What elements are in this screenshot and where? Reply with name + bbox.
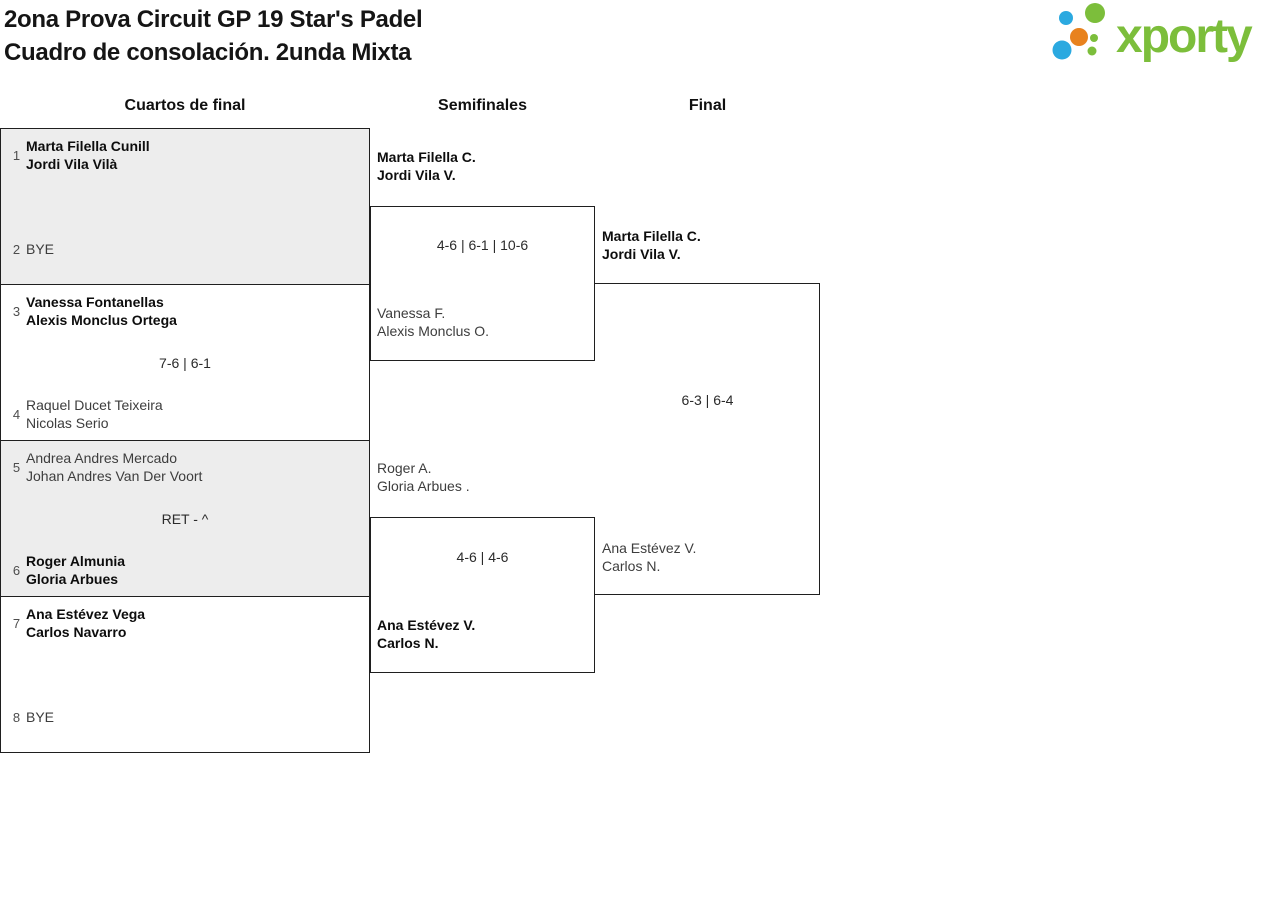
team-qf1-bottom: 2 BYE (7, 240, 363, 258)
page-title: 2ona Prova Circuit GP 19 Star's Padel (4, 6, 423, 33)
player-name: Vanessa F. (377, 305, 446, 321)
seed-number: 8 (12, 709, 21, 725)
player-name: Ana Estévez Vega (26, 606, 146, 622)
match-box-qf2: 3 Vanessa Fontanellas Alexis Monclus Ort… (0, 284, 370, 441)
match-box-qf3: 5 Andrea Andres Mercado Johan Andres Van… (0, 440, 370, 597)
match-score-qf3: RET - ^ (161, 511, 209, 527)
match-score-qf2: 7-6 | 6-1 (159, 355, 211, 371)
player-name: Jordi Vila V. (377, 167, 456, 183)
round-header-final: Final (688, 97, 727, 114)
logo-wordmark: xporty (1116, 10, 1253, 63)
logo-dots-icon (1052, 3, 1105, 60)
player-name: Raquel Ducet Teixeira (26, 397, 163, 413)
player-name: Marta Filella Cunill (26, 138, 150, 154)
team-sf1-top: Marta Filella C. Jordi Vila V. (377, 148, 476, 184)
team-qf2-top: 3 Vanessa Fontanellas Alexis Monclus Ort… (7, 293, 363, 329)
player-name: Carlos Navarro (26, 624, 127, 640)
match-score-sf1: 4-6 | 6-1 | 10-6 (436, 237, 529, 253)
round-header-quarterfinals: Cuartos de final (124, 97, 246, 114)
team-qf4-bottom: 8 BYE (7, 708, 363, 726)
player-name: Andrea Andres Mercado (26, 450, 177, 466)
seed-number: 6 (12, 562, 21, 578)
team-qf4-top: 7 Ana Estévez Vega Carlos Navarro (7, 605, 363, 641)
player-name: Roger Almunia (26, 553, 126, 569)
team-qf3-bottom: 6 Roger Almunia Gloria Arbues (7, 552, 363, 588)
team-sf2-bottom: Ana Estévez V. Carlos N. (377, 616, 475, 652)
player-name: Marta Filella C. (602, 228, 701, 244)
team-final-bottom: Ana Estévez V. Carlos N. (602, 539, 696, 575)
logo-graphic: xporty (1052, 3, 1255, 63)
seed-number: 4 (12, 406, 21, 422)
player-name: BYE (26, 709, 55, 725)
page-subtitle: Cuadro de consolación. 2unda Mixta (4, 39, 412, 66)
player-name: Gloria Arbues . (377, 478, 470, 494)
match-score-sf2: 4-6 | 4-6 (456, 549, 509, 565)
round-header-semifinals: Semifinales (438, 97, 527, 114)
player-name: Carlos N. (377, 635, 439, 651)
match-box-qf4: 7 Ana Estévez Vega Carlos Navarro 8 BYE (0, 596, 370, 753)
player-name: Alexis Monclus Ortega (26, 312, 177, 328)
player-name: Nicolas Serio (26, 415, 109, 431)
seed-number: 3 (12, 303, 21, 319)
match-box-sf1 (370, 206, 595, 361)
team-sf1-bottom: Vanessa F. Alexis Monclus O. (377, 304, 489, 340)
player-name: Vanessa Fontanellas (26, 294, 164, 310)
match-box-qf1: 1 Marta Filella Cunill Jordi Vila Vilà 2… (0, 128, 370, 285)
page-header: 2ona Prova Circuit GP 19 Star's Padel Cu… (4, 3, 423, 69)
team-qf1-top: 1 Marta Filella Cunill Jordi Vila Vilà (7, 137, 363, 173)
player-name: BYE (26, 241, 55, 257)
seed-number: 7 (12, 615, 21, 631)
match-box-final (595, 283, 820, 595)
team-sf2-top: Roger A. Gloria Arbues . (377, 459, 470, 495)
player-name: Ana Estévez V. (602, 540, 697, 556)
team-qf2-bottom: 4 Raquel Ducet Teixeira Nicolas Serio (7, 396, 363, 432)
seed-number: 1 (12, 147, 21, 163)
xporty-logo[interactable]: xporty (1046, 2, 1276, 66)
player-name: Alexis Monclus O. (377, 323, 490, 339)
player-name: Jordi Vila Vilà (26, 156, 118, 172)
player-name: Gloria Arbues (26, 571, 119, 587)
player-name: Johan Andres Van Der Voort (26, 468, 203, 484)
seed-number: 5 (12, 459, 21, 475)
player-name: Carlos N. (602, 558, 661, 574)
player-name: Jordi Vila V. (602, 246, 681, 262)
match-score-final: 6-3 | 6-4 (681, 392, 734, 408)
player-name: Marta Filella C. (377, 149, 476, 165)
player-name: Ana Estévez V. (377, 617, 476, 633)
team-final-top: Marta Filella C. Jordi Vila V. (602, 227, 701, 263)
seed-number: 2 (12, 241, 21, 257)
match-box-sf2 (370, 517, 595, 673)
team-qf3-top: 5 Andrea Andres Mercado Johan Andres Van… (7, 449, 363, 485)
player-name: Roger A. (377, 460, 432, 476)
